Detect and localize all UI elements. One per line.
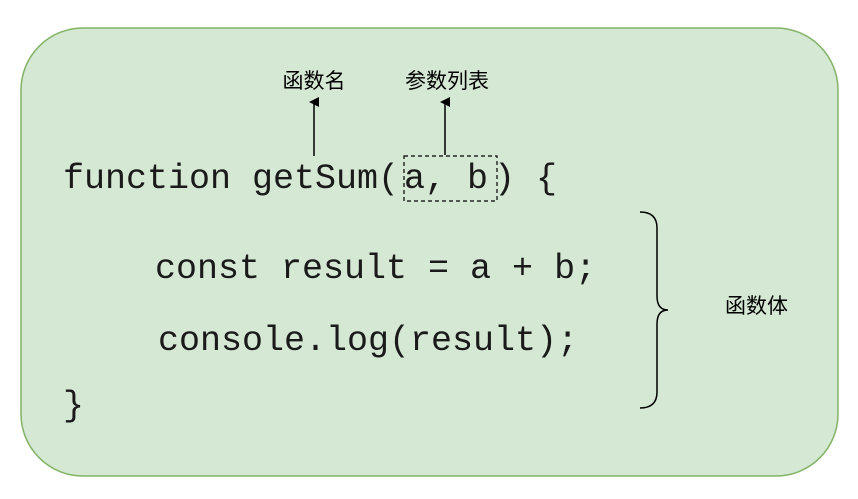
function-name-label: 函数名	[283, 69, 346, 93]
parameter-highlight-box	[403, 155, 498, 202]
code-line-1-params: a, b	[404, 159, 488, 199]
code-line-1-suffix: ) {	[494, 159, 557, 199]
code-line-1-prefix: function getSum(	[63, 159, 399, 199]
code-line-3: console.log(result);	[158, 321, 578, 361]
container-box	[20, 27, 839, 477]
body-brace	[639, 211, 669, 409]
code-line-2: const result = a + b;	[155, 249, 596, 289]
function-body-label: 函数体	[725, 294, 788, 318]
parameter-list-label: 参数列表	[405, 69, 489, 93]
code-line-4: }	[63, 386, 84, 426]
